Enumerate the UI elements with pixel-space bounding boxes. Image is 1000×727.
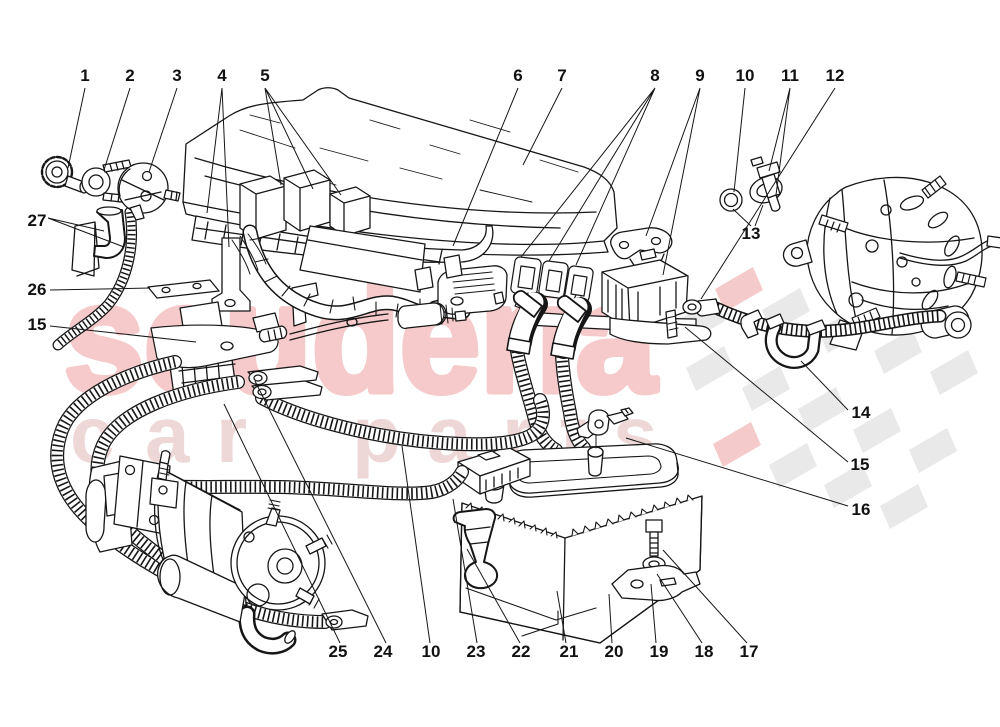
svg-text:3: 3	[172, 66, 181, 85]
svg-text:4: 4	[217, 66, 227, 85]
svg-text:15: 15	[28, 315, 47, 334]
svg-text:17: 17	[740, 642, 759, 661]
svg-text:16: 16	[852, 500, 871, 519]
svg-text:11: 11	[781, 66, 799, 85]
svg-text:1: 1	[80, 66, 89, 85]
svg-text:6: 6	[513, 66, 522, 85]
svg-text:5: 5	[260, 66, 269, 85]
svg-text:26: 26	[28, 280, 47, 299]
svg-text:10: 10	[736, 66, 755, 85]
svg-text:14: 14	[852, 403, 871, 422]
svg-text:2: 2	[125, 66, 134, 85]
svg-text:20: 20	[605, 642, 624, 661]
svg-text:13: 13	[742, 224, 761, 243]
svg-text:12: 12	[826, 66, 845, 85]
svg-text:23: 23	[467, 642, 486, 661]
svg-text:19: 19	[650, 642, 669, 661]
svg-text:10: 10	[422, 642, 441, 661]
svg-text:7: 7	[557, 66, 566, 85]
svg-text:15: 15	[851, 455, 870, 474]
svg-text:21: 21	[560, 642, 579, 661]
svg-text:9: 9	[695, 66, 704, 85]
svg-text:24: 24	[374, 642, 393, 661]
svg-text:r: r	[216, 390, 247, 479]
svg-text:25: 25	[329, 642, 348, 661]
svg-text:22: 22	[512, 642, 531, 661]
svg-text:18: 18	[695, 642, 714, 661]
svg-text:8: 8	[650, 66, 659, 85]
svg-text:27: 27	[28, 211, 47, 230]
